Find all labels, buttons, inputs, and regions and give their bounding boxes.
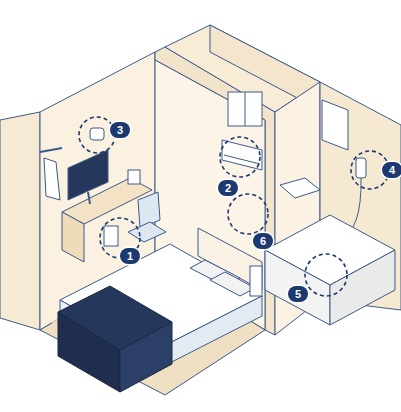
callout-number: 2 [218,180,238,196]
window [228,92,262,126]
entry-panel [0,112,40,330]
callout-number: 6 [253,233,273,249]
callout-number: 4 [382,162,401,178]
callout-number: 3 [110,122,130,138]
ac-vent [224,155,260,164]
shower-head [356,158,366,178]
pillow [210,272,255,296]
callout-circle [220,137,260,177]
window-frame [245,92,246,126]
callout-circle [305,254,347,296]
bedside-panel [250,266,262,296]
bench-side [58,312,120,392]
monitor-stand [88,192,90,204]
coat-hook [40,148,62,152]
coat [44,158,60,200]
detector [90,128,104,140]
sink [280,178,320,198]
air-conditioner [222,140,262,170]
mirror [322,100,348,150]
callout-circle [228,194,268,234]
bathtub-front [330,250,395,325]
callout-number: 5 [288,286,308,302]
kettle [128,170,140,184]
desk-leg [62,212,84,262]
bench-front [120,322,172,392]
bin [104,226,118,246]
callout-circle [79,117,115,153]
chair-seat [128,222,166,242]
bathtub-side [265,250,330,325]
callout-number: 1 [120,248,140,264]
